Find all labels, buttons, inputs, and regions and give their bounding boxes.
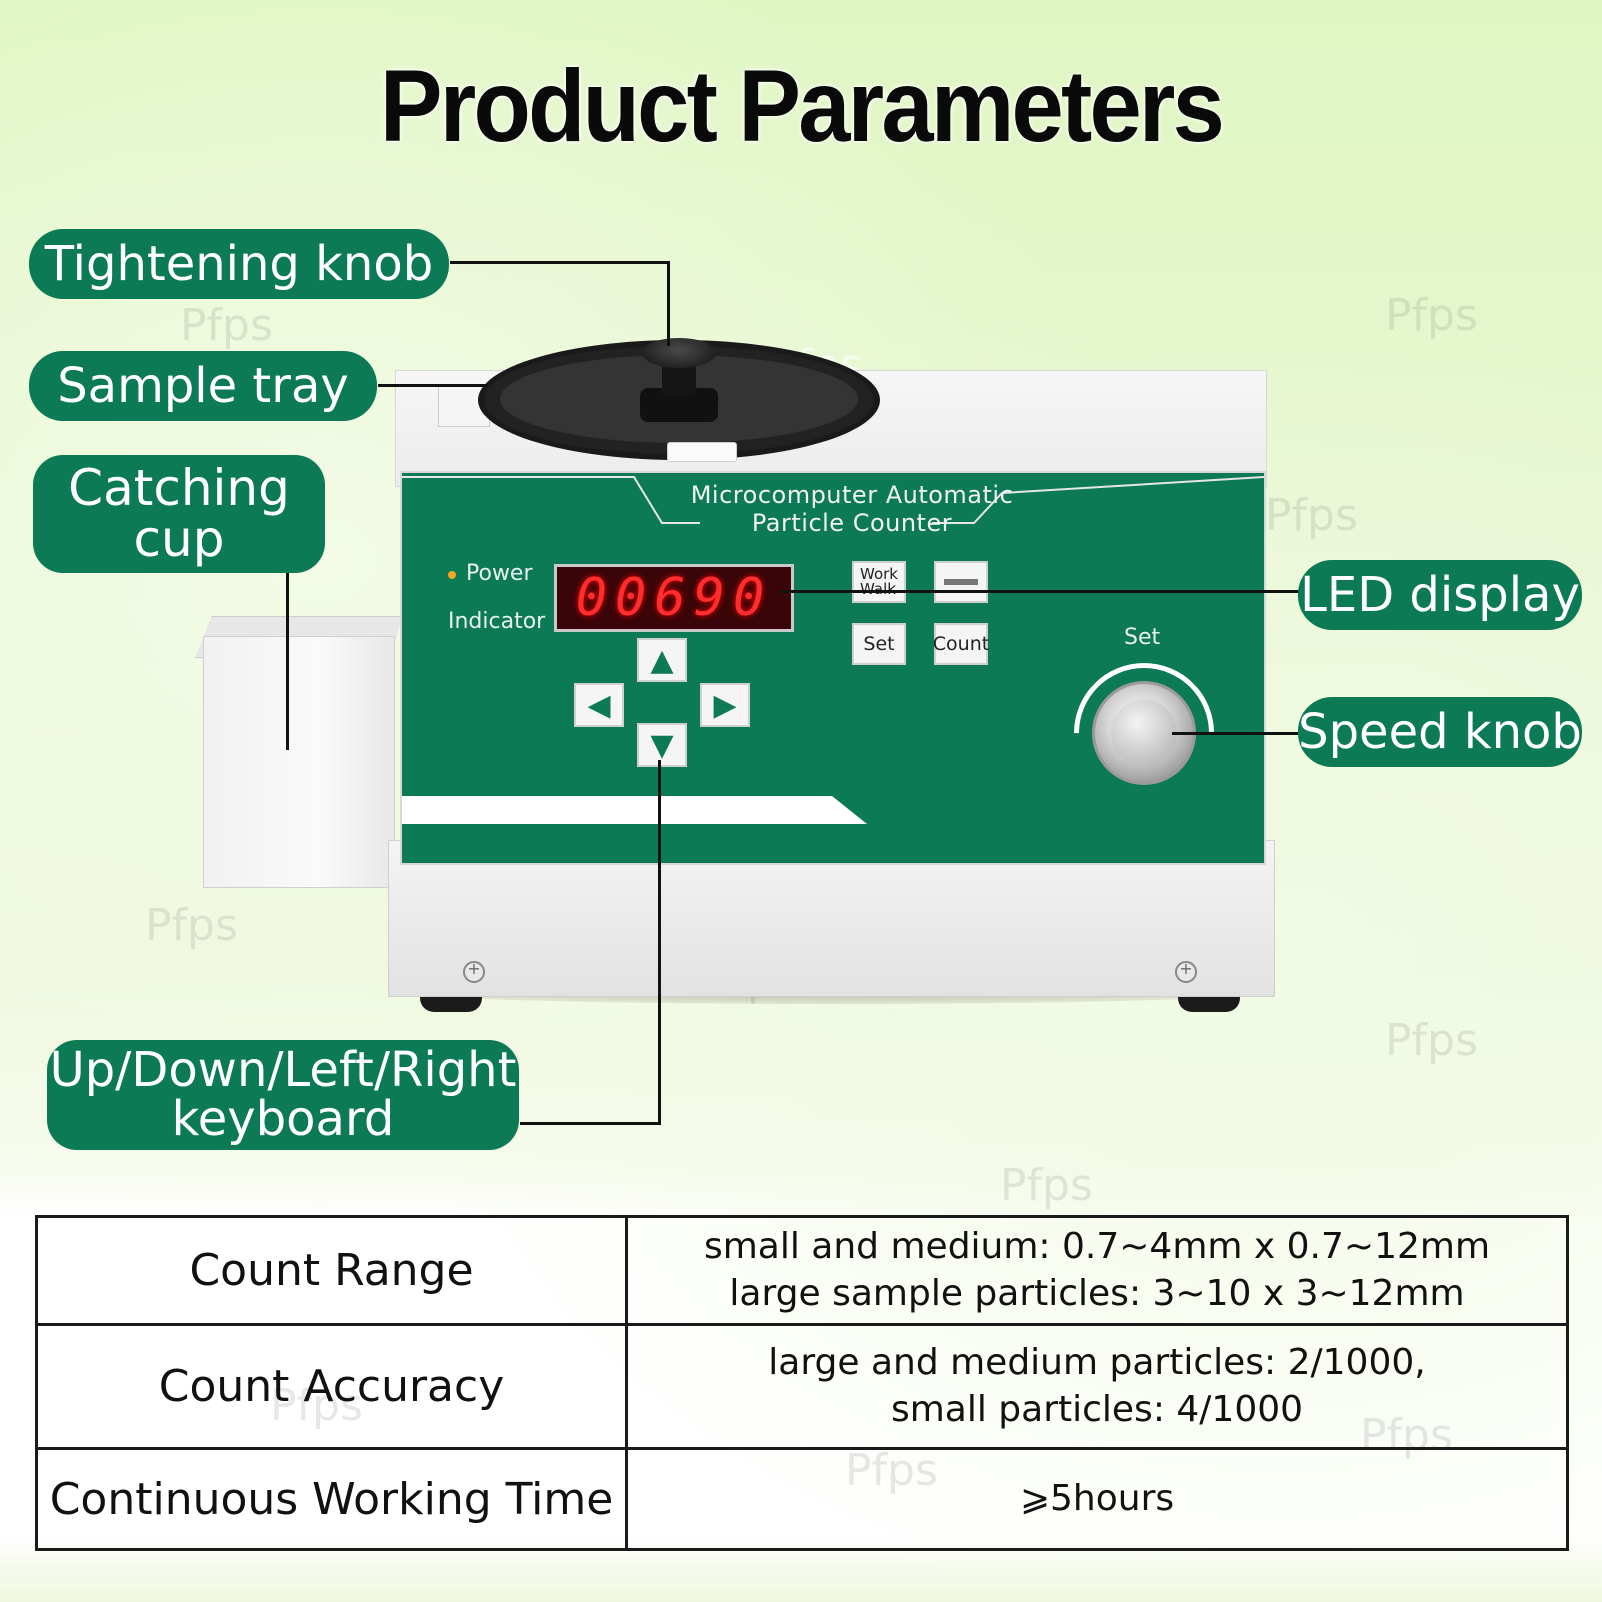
- callout-speed-knob: Speed knob: [1298, 697, 1582, 767]
- callout-line-tightening-knob: [667, 261, 670, 346]
- watermark: Pfps: [1265, 490, 1358, 541]
- spec-label: Continuous Working Time: [35, 1447, 628, 1551]
- spec-value: small and medium: 0.7~4mm x 0.7~12mm lar…: [625, 1215, 1569, 1326]
- specs-table: Count Range small and medium: 0.7~4mm x …: [35, 1215, 1569, 1551]
- knob-set-label: Set: [1124, 625, 1161, 650]
- function-button[interactable]: [934, 561, 988, 603]
- table-row: Count Range small and medium: 0.7~4mm x …: [35, 1215, 1569, 1326]
- table-row: Continuous Working Time ⩾5hours: [35, 1447, 1569, 1551]
- arrow-down-icon: ▼: [650, 727, 674, 763]
- callout-line-sample-tray: [378, 384, 488, 387]
- speed-knob-cap: [1111, 700, 1177, 766]
- watermark: Pfps: [1000, 1160, 1093, 1211]
- callout-tightening-knob: Tightening knob: [29, 229, 449, 299]
- callout-line-keyboard: [520, 1122, 661, 1125]
- spec-value: large and medium particles: 2/1000, smal…: [625, 1323, 1569, 1450]
- callout-led-display: LED display: [1298, 560, 1582, 630]
- watermark: Pfps: [180, 300, 273, 351]
- spec-label: Count Range: [35, 1215, 628, 1326]
- count-button[interactable]: Count: [933, 623, 989, 665]
- spec-value: ⩾5hours: [625, 1447, 1569, 1551]
- panel-title-frame: [402, 476, 1264, 524]
- callout-line-tightening-knob: [450, 261, 670, 264]
- machine-base: [388, 840, 1275, 997]
- work-walk-button[interactable]: Work Walk: [852, 561, 906, 603]
- spec-label: Count Accuracy: [35, 1323, 628, 1450]
- callout-line-keyboard: [658, 760, 661, 1125]
- arrow-up-icon: ▲: [650, 642, 674, 678]
- set-button[interactable]: Set: [852, 623, 906, 665]
- function-icon: [944, 579, 978, 585]
- control-panel: Microcomputer Automatic Particle Counter…: [400, 471, 1266, 865]
- callout-line-led-display: [780, 590, 1300, 593]
- callout-line-catching-cup: [286, 572, 289, 750]
- watermark: Pfps: [145, 900, 238, 951]
- led-readout: 00690: [575, 568, 773, 628]
- panel-title: Microcomputer Automatic Particle Counter: [690, 481, 1014, 537]
- callout-sample-tray: Sample tray: [29, 351, 377, 421]
- screw-icon: [463, 959, 485, 983]
- callout-keyboard: Up/Down/Left/Right keyboard: [47, 1040, 519, 1150]
- callout-line-speed-knob: [1172, 732, 1300, 735]
- tightening-knob: [642, 338, 716, 368]
- watermark: Pfps: [1385, 1015, 1478, 1066]
- page-title: Product Parameters: [379, 49, 1225, 163]
- watermark: Pfps: [1385, 290, 1478, 341]
- panel-stripe: [402, 796, 867, 824]
- catching-cup: [203, 636, 395, 888]
- indicator-label: Indicator: [448, 609, 546, 634]
- callout-catching-cup: Catching cup: [33, 455, 325, 573]
- up-arrow-button[interactable]: ▲: [637, 638, 687, 682]
- power-label: Power: [466, 561, 533, 586]
- tray-label-tab: [667, 442, 737, 462]
- down-arrow-button[interactable]: ▼: [637, 723, 687, 767]
- screw-icon: [1175, 959, 1197, 983]
- power-indicator-light: [448, 571, 456, 579]
- led-display: 00690: [554, 564, 794, 632]
- table-row: Count Accuracy large and medium particle…: [35, 1323, 1569, 1450]
- left-arrow-button[interactable]: ◀: [574, 683, 624, 727]
- right-arrow-button[interactable]: ▶: [700, 683, 750, 727]
- arrow-left-icon: ◀: [587, 687, 611, 723]
- arrow-right-icon: ▶: [713, 687, 737, 723]
